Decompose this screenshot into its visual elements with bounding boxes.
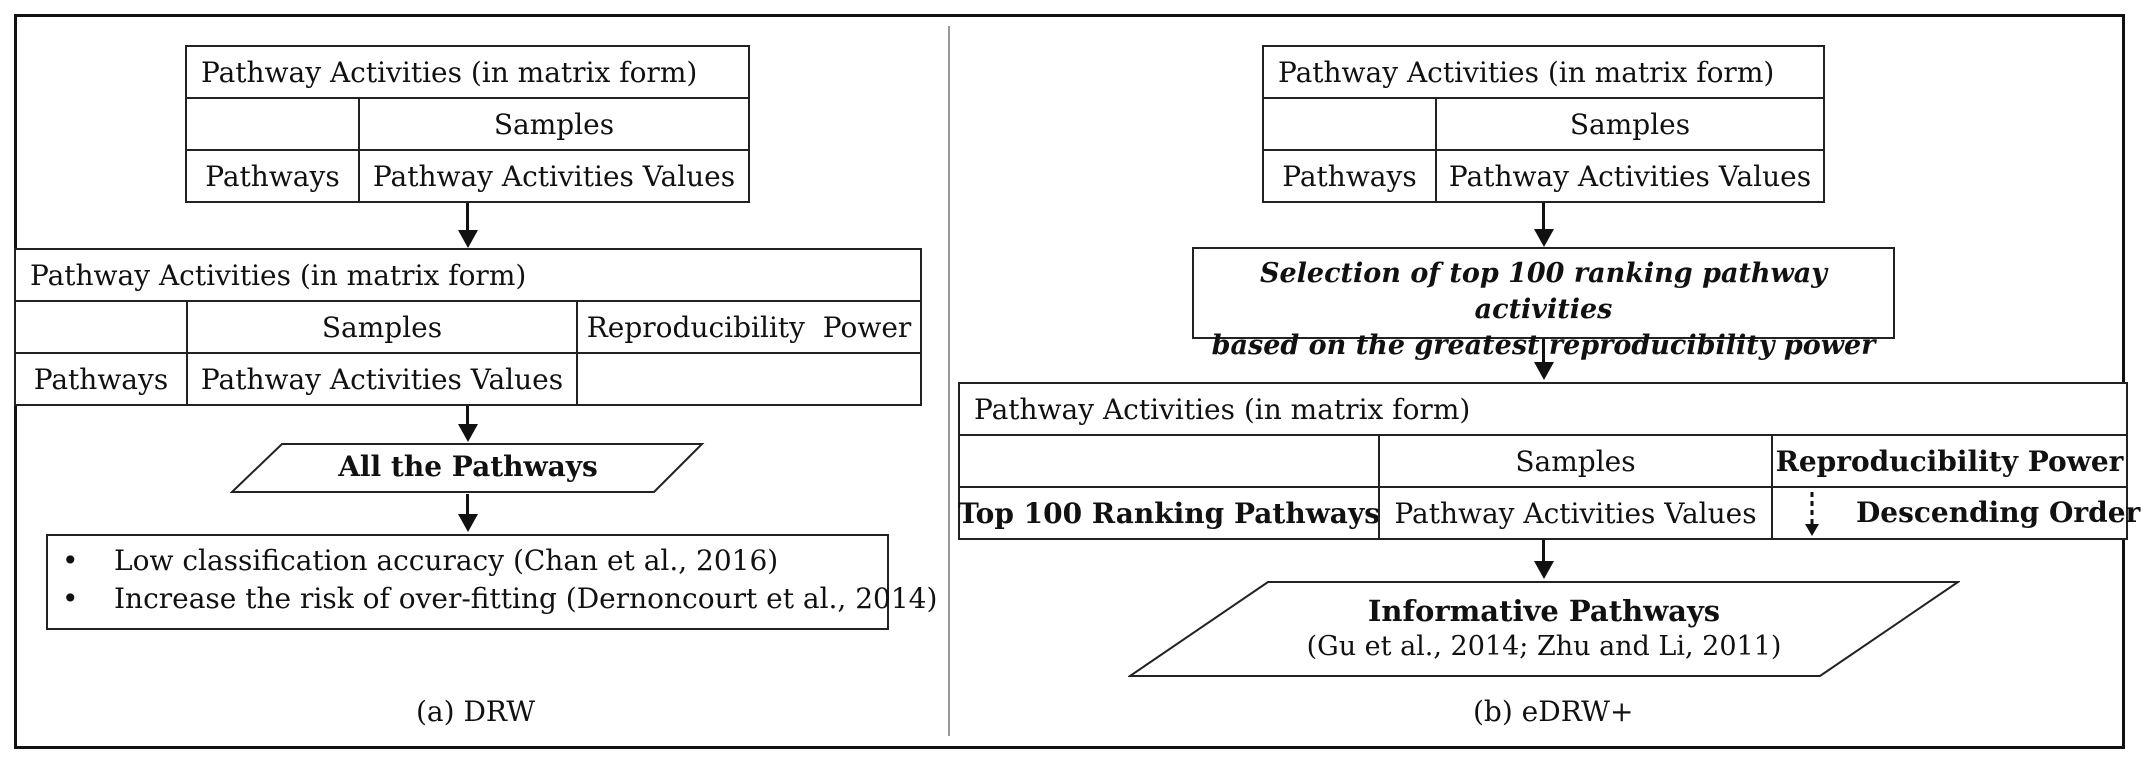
bullet: • [62, 582, 79, 615]
arrow-shaft [1542, 203, 1545, 230]
arrow-shaft [466, 203, 469, 231]
arrow-head [458, 424, 478, 442]
limitation-text: Increase the risk of over-fitting (Derno… [114, 582, 938, 615]
limitations-box: • Low classification accuracy (Chan et al… [46, 534, 937, 630]
matrix-empty-cell [576, 352, 922, 406]
matrix-empty-cell [185, 97, 360, 151]
matrix-row-header: Pathways [185, 149, 360, 203]
arrow-head [1534, 561, 1554, 579]
matrix-title: Pathway Activities (in matrix form) [14, 248, 922, 302]
caption-b: (b) eDRW+ [1473, 695, 1634, 728]
matrix-row-header: Pathways [14, 352, 188, 406]
caption-a: (a) DRW [416, 695, 536, 728]
arrow-head [1534, 229, 1554, 247]
matrix-values-cell: Pathway Activities Values [1435, 149, 1825, 203]
arrow-head [458, 230, 478, 248]
matrix-title: Pathway Activities (in matrix form) [1262, 45, 1825, 99]
informative-parallelogram-shape [1128, 581, 1960, 677]
informative-pathways-box: Informative Pathways (Gu et al., 2014; Z… [1128, 593, 1960, 665]
arrow-shaft [1542, 339, 1545, 363]
list-item: • Low classification accuracy (Chan et al… [62, 542, 887, 580]
selection-line-1: Selection of top 100 ranking pathway act… [1260, 258, 1827, 325]
matrix-row-header: Pathways [1262, 149, 1437, 203]
arrow-shaft [466, 494, 469, 516]
arrow-shaft [466, 406, 469, 426]
matrix-values-cell: Pathway Activities Values [358, 149, 750, 203]
informative-refs: (Gu et al., 2014; Zhu and Li, 2011) [1306, 631, 1782, 662]
list-item: • Increase the risk of over-fitting (Dern… [62, 580, 937, 618]
matrix-extra-col-header: Reproducibility Power [1771, 434, 2128, 488]
arrow-head [1534, 362, 1554, 380]
descending-order-label: Descending Order [1856, 496, 2141, 529]
bullet: • [62, 544, 79, 577]
matrix-empty-cell [14, 300, 188, 354]
informative-title: Informative Pathways [1367, 594, 1721, 628]
matrix-col-header: Samples [186, 300, 578, 354]
matrix-row-header: Top 100 Ranking Pathways [958, 486, 1380, 540]
matrix-col-header: Samples [1435, 97, 1825, 151]
all-pathways-label: All the Pathways [338, 450, 598, 483]
matrix-title: Pathway Activities (in matrix form) [958, 382, 2128, 436]
arrow-shaft [1542, 540, 1545, 562]
matrix-empty-cell [1262, 97, 1437, 151]
matrix-extra-col-header: Reproducibility Power [576, 300, 922, 354]
matrix-values-cell: Pathway Activities Values [1378, 486, 1773, 540]
descending-arrow-icon [1805, 492, 1819, 536]
matrix-col-header: Samples [1378, 434, 1773, 488]
arrow-head [458, 514, 478, 532]
matrix-empty-cell [958, 434, 1380, 488]
order-cell [1771, 486, 2128, 540]
parallelogram-shape [230, 443, 705, 493]
matrix-col-header: Samples [358, 97, 750, 151]
matrix-values-cell: Pathway Activities Values [186, 352, 578, 406]
matrix-title: Pathway Activities (in matrix form) [185, 45, 750, 99]
selection-step-box: Selection of top 100 ranking pathway act… [1192, 247, 1895, 361]
limitation-text: Low classification accuracy (Chan et al.… [114, 544, 779, 577]
panel-divider [948, 26, 950, 736]
